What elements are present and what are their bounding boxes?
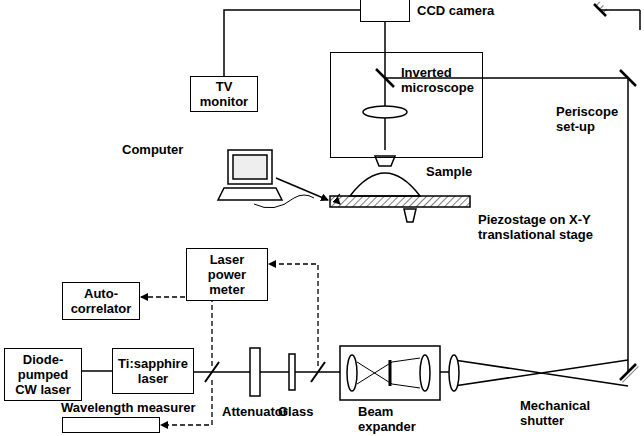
monitor-box: TV monitor <box>190 76 258 112</box>
translation-stage <box>330 196 470 207</box>
attenuator <box>250 348 260 396</box>
part-label: Mechanical shutter <box>520 398 600 428</box>
beam-path <box>190 10 640 386</box>
part-label: Glass <box>278 404 313 419</box>
connector-line <box>82 370 112 372</box>
beam-expander <box>340 346 459 400</box>
device-label: Inverted microscope <box>401 65 477 95</box>
device-label: TV monitor <box>195 79 253 109</box>
piezo-objective <box>404 209 416 222</box>
device-label: Diode-pumped CW laser <box>9 352 77 397</box>
device-label: Ti:sapphire laser <box>117 356 189 386</box>
part-label: Beam expander <box>358 404 428 434</box>
glass-plate <box>289 354 295 390</box>
part-label: Piezostage on X-Y translational stage <box>478 212 638 242</box>
laser-box: Diode-pumped CW laser <box>4 348 82 401</box>
device-label: Wavelength measurer <box>61 400 196 415</box>
instrument-box: Laser power meter <box>186 248 268 301</box>
computer-icon <box>218 150 314 208</box>
device-label: CCD camera <box>417 3 494 18</box>
connector-line <box>224 10 360 76</box>
camera-box: CCD camera <box>360 0 410 22</box>
part-label: Computer <box>122 142 183 157</box>
device-label: Auto-correlator <box>67 286 135 316</box>
part-label: Attenuator <box>222 404 288 419</box>
rotation-arrow <box>337 194 340 204</box>
sample-dome <box>350 173 420 196</box>
microscope-box: Inverted microscope <box>330 52 483 158</box>
beam-splitter <box>205 362 325 382</box>
part-label: Periscope set-up <box>556 104 620 134</box>
part-label: Sample <box>426 164 472 179</box>
device-label: Laser power meter <box>191 252 263 297</box>
instrument-box: Auto-correlator <box>62 282 140 320</box>
laser-box: Ti:sapphire laser <box>112 348 194 394</box>
control-arrow <box>276 178 328 200</box>
instrument-box: Wavelength measurer <box>62 417 160 433</box>
microscope-optics <box>363 106 407 166</box>
